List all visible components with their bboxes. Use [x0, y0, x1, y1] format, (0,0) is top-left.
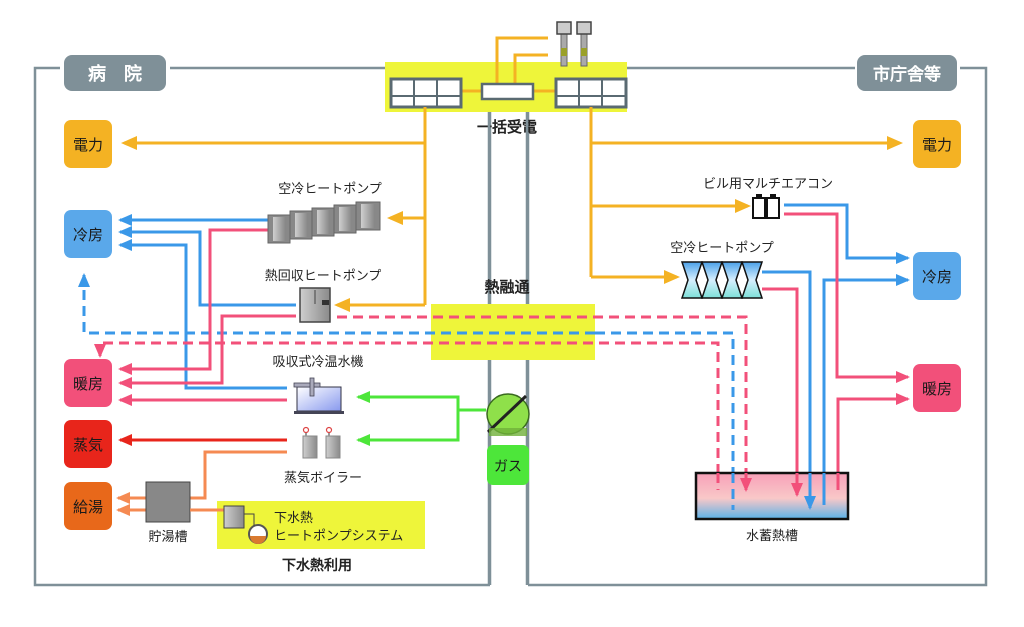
steam-boiler: 蒸気ボイラー	[284, 426, 362, 486]
electric-lines-city-hall	[589, 107, 903, 284]
hospital-heating-output: 暖房	[64, 359, 112, 407]
absorption-chiller-icon	[293, 377, 344, 414]
city-hall-power-output: 電力	[913, 120, 961, 168]
receiving-unit-icon	[480, 82, 535, 101]
tank-internal-lines	[716, 473, 840, 510]
bulk-power-receiving: 一括受電	[385, 21, 628, 136]
power-line-insulator-icon	[556, 21, 592, 67]
gas-label: ガス	[494, 459, 522, 475]
heat-recovery-heat-pump-icon	[299, 287, 331, 323]
city-hall-power-label: 電力	[922, 136, 952, 154]
absorption-chiller-label: 吸収式冷温水機	[272, 355, 363, 370]
steam-boiler-label: 蒸気ボイラー	[284, 470, 362, 486]
city-hall-tag: 市庁舎等	[857, 55, 957, 91]
thermal-storage-label: 水蓄熱槽	[746, 529, 798, 544]
hospital-cooling-label: 冷房	[73, 226, 103, 244]
city-hall-title: 市庁舎等	[873, 64, 941, 85]
hospital-heating-label: 暖房	[73, 375, 103, 393]
heat-sharing-label: 熱融通	[484, 278, 529, 296]
hospital-hot-water-output: 給湯	[64, 482, 112, 530]
absorption-chiller: 吸収式冷温水機	[272, 355, 364, 414]
hospital-cooling-output: 冷房	[64, 210, 112, 258]
air-cooled-heat-pump-city-hall: 空冷ヒートポンプ	[670, 241, 774, 299]
air-cooled-hp-city-label: 空冷ヒートポンプ	[670, 241, 774, 256]
heat-recovery-hp-label: 熱回収ヒートポンプ	[265, 269, 382, 284]
air-cooled-heat-pump-hospital: 空冷ヒートポンプ	[267, 182, 382, 244]
city-hall-cooling-output: 冷房	[913, 252, 961, 300]
switchgear-left-icon	[389, 77, 463, 109]
shared-cooling-line-hospital	[78, 273, 595, 335]
hot-water-tank-label: 貯湯槽	[148, 530, 187, 545]
air-cooled-heat-pump-icon	[267, 201, 381, 244]
hospital-tag: 病 院	[64, 55, 166, 91]
gas-lines	[356, 391, 486, 446]
hot-water-tank-icon	[145, 481, 191, 523]
air-cooled-heat-pump-city-icon	[680, 261, 764, 299]
city-hall-heating-label: 暖房	[922, 380, 952, 398]
shared-heating-line-hospital-upper	[337, 315, 752, 492]
sewage-heat-pump-system: 下水熱 ヒートポンプシステム 下水熱利用	[190, 501, 425, 574]
heating-lines-hospital	[118, 228, 296, 406]
gas-tank-icon	[486, 393, 530, 436]
shared-heating-line-hospital-lower	[94, 341, 720, 490]
gas-supply: ガス	[486, 393, 530, 485]
hospital-steam-output: 蒸気	[64, 420, 112, 468]
sewage-heat-use-label: 下水熱利用	[282, 557, 352, 574]
hospital-power-label: 電力	[73, 136, 103, 154]
hospital-hot-water-label: 給湯	[73, 498, 103, 516]
hospital-power-output: 電力	[64, 120, 112, 168]
cooling-lines-hospital	[118, 214, 296, 390]
electric-lines-hospital	[121, 107, 427, 312]
shared-cooling-line-to-tank	[595, 331, 735, 510]
bulk-power-label: 一括受電	[477, 118, 537, 136]
sewage-hp-label-line1: 下水熱	[274, 511, 313, 526]
switchgear-right-icon	[554, 77, 628, 109]
hot-water-tank: 貯湯槽	[145, 481, 191, 545]
sewage-heat-pump-icon	[223, 505, 268, 544]
city-hall-cooling-label: 冷房	[922, 268, 952, 286]
city-hall-heating-lines	[762, 212, 910, 497]
hospital-title: 病 院	[88, 63, 142, 85]
multi-aircon-icon	[752, 194, 780, 219]
building-multi-aircon: ビル用マルチエアコン	[703, 177, 833, 219]
city-hall-heating-output: 暖房	[913, 364, 961, 412]
city-hall-cooling-lines	[762, 203, 910, 510]
sewage-hp-label-line2: ヒートポンプシステム	[274, 529, 403, 544]
steam-boiler-icon	[302, 426, 341, 459]
multi-aircon-label: ビル用マルチエアコン	[703, 177, 833, 192]
hospital-steam-label: 蒸気	[73, 436, 103, 454]
heat-recovery-heat-pump: 熱回収ヒートポンプ	[265, 269, 382, 323]
air-cooled-hp-hospital-label: 空冷ヒートポンプ	[278, 182, 382, 197]
